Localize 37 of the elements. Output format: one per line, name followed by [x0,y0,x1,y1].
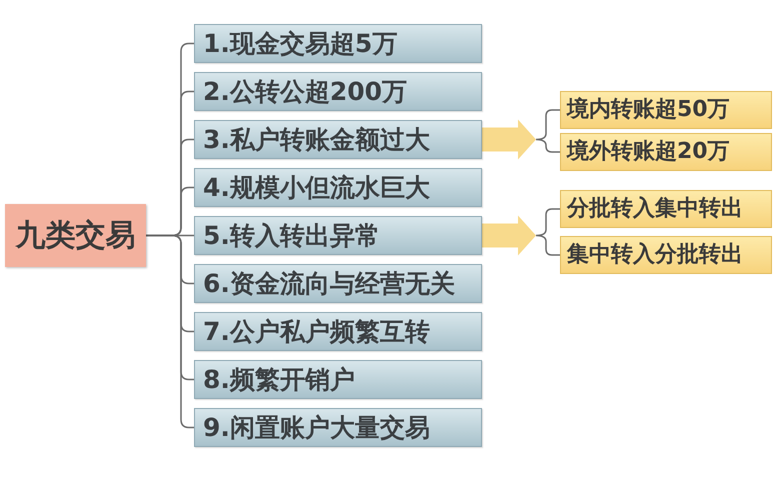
detail-label: 境内转账超50万 [567,99,731,121]
category-label: 5.转入转出异常 [203,223,381,248]
category-box [194,216,482,255]
detail-label: 分批转入集中转出 [567,198,744,220]
block-arrow [482,120,536,160]
bracket-connector [146,234,194,428]
detail-box [560,91,772,129]
category-label: 2.公转公超200万 [203,79,408,104]
category-box [194,168,482,207]
connector-line [554,109,560,111]
detail-box [560,190,772,228]
category-box [194,264,482,303]
detail-label: 境外转账超20万 [567,141,731,163]
category-box [194,24,482,63]
detail-box [560,133,772,171]
category-box [194,312,482,351]
category-label: 9.闲置账户大量交易 [203,415,431,440]
category-box [194,360,482,399]
category-box [194,72,482,111]
curly-bracket [536,109,554,153]
category-label: 8.频繁开销户 [203,367,356,392]
block-arrow [482,216,536,256]
topic-label: 九类交易 [16,220,136,250]
connector-line [554,208,560,210]
category-label: 3.私户转账金额过大 [203,127,431,152]
category-label: 4.规模小但流水巨大 [203,175,431,200]
detail-label: 集中转入分批转出 [567,244,744,266]
category-box [194,408,482,447]
category-box [194,120,482,159]
connector-line [554,254,560,256]
category-label: 6.资金流向与经营无关 [203,271,456,296]
topic-box [5,204,146,267]
category-label: 1.现金交易超5万 [203,31,398,56]
category-label: 7.公户私户频繁互转 [203,319,431,344]
curly-bracket [536,208,554,256]
detail-box [560,236,772,274]
connector-line [554,151,560,153]
